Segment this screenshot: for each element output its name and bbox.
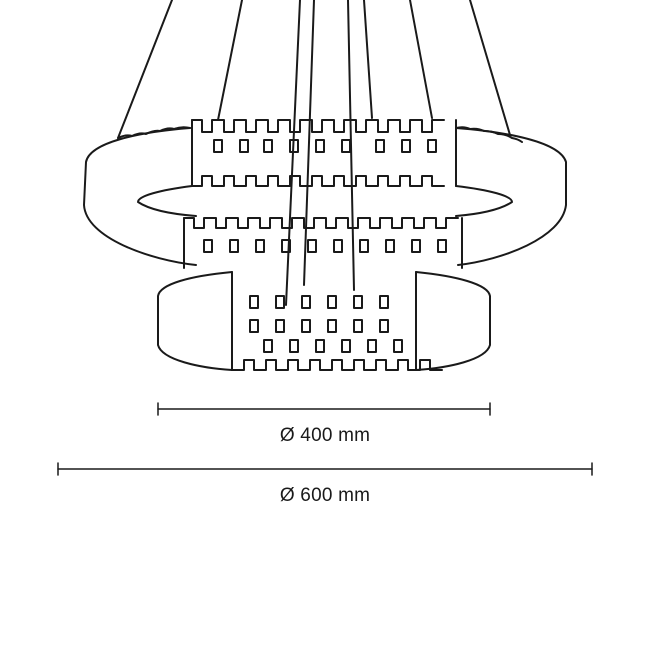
window-grid [249,295,403,353]
middle-ring [183,217,463,269]
crenellation-row [191,175,445,187]
top-ring-scallop-left [117,126,191,139]
cable [469,0,511,136]
inner-diameter-label: Ø 400 mm [279,425,371,446]
dimension-line-600 [57,462,593,476]
top-ring-crenellations [191,119,445,187]
top-ring-front-band [191,119,457,187]
top-ring [83,119,567,266]
bottom-ring-front-band [231,271,417,371]
crenellation-row [191,119,445,133]
crenellation-row [183,217,459,229]
cable [117,0,173,139]
bottom-ring-outline [157,271,491,371]
suspension-cables [117,0,511,306]
cable [217,0,243,121]
cable [363,0,373,119]
cable [303,0,315,286]
window-row [213,139,437,153]
window-row [203,239,447,253]
crenellation-row [231,359,443,371]
outer-diameter-label: Ø 600 mm [279,485,371,506]
dimension-line-400 [157,402,491,416]
cable [409,0,433,119]
bottom-ring [157,271,491,371]
top-ring-inner-curve [137,185,513,217]
middle-ring-outline [183,217,463,269]
top-ring-scallop-right [455,126,523,143]
